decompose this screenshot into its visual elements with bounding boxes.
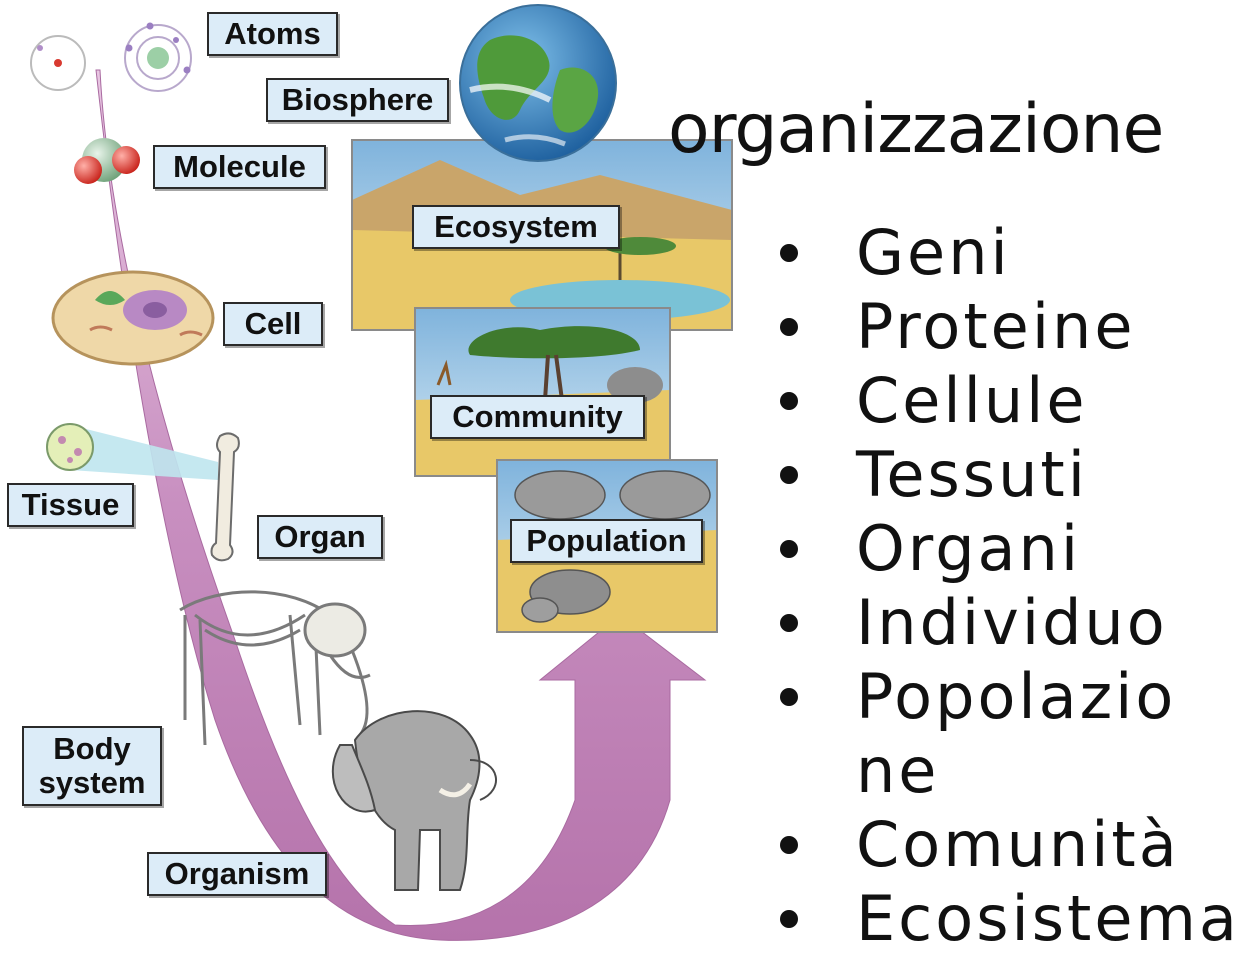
list-item-text: Organi xyxy=(856,512,1081,585)
label-body-system-line2: system xyxy=(32,766,152,800)
list-item-text: Individuo xyxy=(856,586,1168,659)
label-ecosystem: Ecosystem xyxy=(412,205,620,249)
list-item: Geni xyxy=(778,216,1235,290)
bullet-icon xyxy=(780,466,798,484)
list-item: Comunità xyxy=(778,808,1235,882)
label-molecule: Molecule xyxy=(153,145,326,189)
label-tissue: Tissue xyxy=(7,483,134,527)
list-item: Popolazione xyxy=(778,660,1235,808)
elephant-icon xyxy=(333,711,496,890)
label-body-system-line1: Body xyxy=(32,732,152,766)
label-population: Population xyxy=(510,519,703,563)
atom-icon xyxy=(125,23,191,92)
list-item: Ecosistema xyxy=(778,882,1235,956)
bullet-icon xyxy=(780,688,798,706)
atom-icon xyxy=(31,36,85,90)
globe-icon xyxy=(460,5,616,161)
list-item: Cellule xyxy=(778,364,1235,438)
list-item-text: Cellule xyxy=(856,364,1088,437)
molecule-icon xyxy=(74,138,140,184)
label-body-system: Body system xyxy=(22,726,162,806)
label-community: Community xyxy=(430,395,645,439)
label-biosphere: Biosphere xyxy=(266,78,449,122)
organization-levels-list: Geni Proteine Cellule Tessuti Organi Ind… xyxy=(778,216,1235,956)
bullet-icon xyxy=(780,318,798,336)
list-item-text: Geni xyxy=(856,216,1011,289)
list-item-text: Tessuti xyxy=(856,438,1088,511)
list-item-text: Comunità xyxy=(856,808,1180,881)
cell-icon xyxy=(53,272,213,364)
bullet-icon xyxy=(780,392,798,410)
label-cell: Cell xyxy=(223,302,323,346)
list-item: Organi xyxy=(778,512,1235,586)
bullet-icon xyxy=(780,614,798,632)
bone-icon xyxy=(212,433,239,560)
tissue-icon xyxy=(47,424,218,480)
bullet-icon xyxy=(780,910,798,928)
bullet-icon xyxy=(780,540,798,558)
community-scene xyxy=(415,308,670,476)
list-item-text: Popolazione xyxy=(856,660,1216,808)
label-atoms: Atoms xyxy=(207,12,338,56)
list-item: Tessuti xyxy=(778,438,1235,512)
list-item: Proteine xyxy=(778,290,1235,364)
list-item-text: Proteine xyxy=(856,290,1135,363)
label-organism: Organism xyxy=(147,852,327,896)
list-item-text: Ecosistema xyxy=(856,882,1235,955)
label-organ: Organ xyxy=(257,515,383,559)
list-item: Individuo xyxy=(778,586,1235,660)
bullet-icon xyxy=(780,836,798,854)
slide-title: organizzazione xyxy=(668,88,1163,172)
bullet-icon xyxy=(780,244,798,262)
